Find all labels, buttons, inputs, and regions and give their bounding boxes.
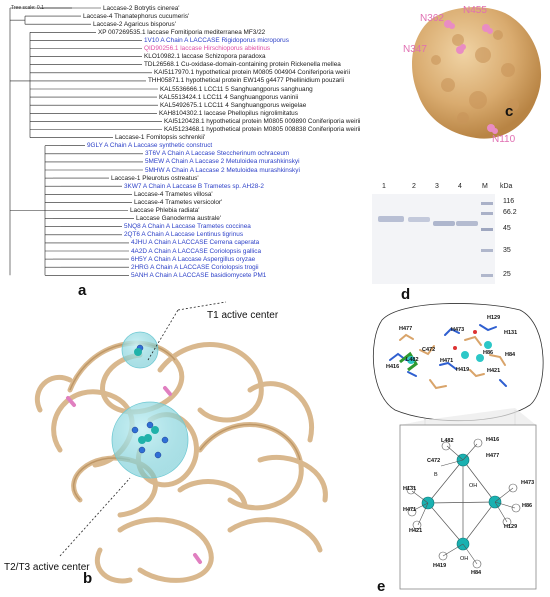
ion-oh-upper: OH bbox=[469, 483, 478, 489]
res-bot-l482: L482 bbox=[441, 438, 454, 444]
res-bot-h419: H419 bbox=[433, 563, 447, 569]
res-top-h471: H471 bbox=[440, 358, 454, 364]
tree-tip-label: Laccase-1 Fomitopsis schrenkii' bbox=[115, 134, 206, 142]
res-top-h86: H86 bbox=[483, 350, 494, 356]
res-bot-h471: H471 bbox=[403, 507, 417, 513]
tree-tip-label: 4A2D A Chain A LACCASE Coriolopsis galli… bbox=[131, 247, 262, 255]
gel-marker-116: 116 bbox=[503, 198, 515, 205]
ribbon-structure bbox=[34, 301, 328, 584]
res-top-h84: H84 bbox=[505, 352, 516, 358]
tree-tip-label: Laccase Phlebia radiata' bbox=[130, 207, 200, 214]
active-site-zoom bbox=[373, 303, 544, 590]
panel-letter-d: d bbox=[401, 286, 411, 303]
gel-marker-25: 25 bbox=[503, 271, 511, 278]
t23-active-center-label: T2/T3 active center bbox=[4, 562, 90, 573]
res-bot-h416: H416 bbox=[486, 437, 500, 443]
res-top-c472: C472 bbox=[422, 347, 436, 353]
panel-d: 1 2 3 4 M kDa 116 66.2 45 35 25 d bbox=[367, 172, 550, 303]
gel-lane-3: 3 bbox=[435, 183, 439, 190]
res-bot-h129: H129 bbox=[504, 524, 518, 530]
panel-b: T1 active center T2/T3 active center b bbox=[0, 300, 370, 597]
gel-marker-35: 35 bbox=[503, 247, 511, 254]
gel-lane-4: 4 bbox=[458, 183, 462, 190]
panel-letter-a: a bbox=[78, 282, 87, 299]
tree-tip-label: QID90256.1 laccase Hirschioporus abietin… bbox=[144, 45, 271, 52]
glyco-site-n110: N110 bbox=[492, 134, 516, 145]
res-top-l482: L482 bbox=[406, 357, 419, 363]
tree-tip-label: 5MEW A Chain A Laccase 2 Metuloidea mura… bbox=[145, 158, 300, 166]
tree-tip-label: XP 007269535.1 laccase Fomitiporia medit… bbox=[98, 28, 266, 36]
res-top-h421: H421 bbox=[487, 368, 501, 374]
tree-tip-label: KAI5120428.1 hypothetical protein M0805 … bbox=[164, 117, 361, 125]
res-bot-h131: H131 bbox=[403, 486, 417, 492]
glyco-site-n455: N455 bbox=[463, 5, 487, 16]
res-top-h131: H131 bbox=[504, 330, 518, 336]
res-top-h129: H129 bbox=[487, 315, 501, 321]
gel-lane-1: 1 bbox=[382, 183, 386, 190]
tree-tip-label: 5NQ8 A Chain A Laccase Trametes coccinea bbox=[124, 223, 251, 231]
tree-tip-label: 6H5Y A Chain A Laccase Aspergillus oryza… bbox=[131, 255, 256, 263]
tree-tip-label: 5ANH A Chain A LACCASE basidiomycete PM1 bbox=[131, 271, 267, 279]
tree-tip-label: Laccase-4 Thanatephorus cucumeris' bbox=[83, 12, 190, 20]
res-bot-c472: C472 bbox=[427, 458, 441, 464]
tree-tip-label: 9GLY A Chain A Laccase synthetic constru… bbox=[87, 142, 213, 150]
tree-tip-label: 5MHW A Chain A Laccase 2 Metuloidea mura… bbox=[145, 166, 300, 174]
tree-tip-label: 3KW7 A Chain A Laccase B Trametes sp. AH… bbox=[124, 182, 264, 190]
panel-letter-e: e bbox=[377, 578, 386, 595]
res-bot-h86: H86 bbox=[522, 503, 533, 509]
tree-tip-label: 4JHU A Chain A LACCASE Cerrena caperata bbox=[131, 239, 260, 247]
tree-tip-label: Laccase-2 Botrytis cinerea' bbox=[103, 4, 180, 12]
gel-marker-45: 45 bbox=[503, 225, 511, 232]
tree-tip-label: 2QT6 A Chain A Laccase Lentinus tigrinus bbox=[124, 231, 244, 239]
tree-tip-label: KAL5492675.1 LCC11 4 Sanghuangporus weig… bbox=[160, 101, 307, 109]
ion-b: B bbox=[434, 472, 438, 478]
panel-letter-b: b bbox=[83, 570, 93, 587]
res-top-h477: H477 bbox=[399, 326, 413, 332]
tree-tip-label: 2HRG A Chain A LACCASE Coriolopsis trogi… bbox=[131, 263, 259, 271]
tree-tip-label: KAI5123468.1 hypothetical protein M0805 … bbox=[164, 126, 361, 133]
res-top-h416: H416 bbox=[386, 364, 400, 370]
surface-model bbox=[412, 7, 542, 139]
tree-tip-label: KAI5117970.1 hypothetical protein M0805 … bbox=[154, 69, 350, 77]
tree-tip-label: Laccase Ganoderma australe' bbox=[136, 215, 222, 223]
tree-tip-label: KAL5513424.1 LCC11 4 Sanghuangporus vani… bbox=[159, 93, 299, 101]
gel-unit-kda: kDa bbox=[500, 183, 513, 190]
res-bot-h473: H473 bbox=[521, 480, 535, 486]
res-bot-h84: H84 bbox=[471, 570, 482, 576]
tree-tip-label: KAL5536666.1 LCC11 5 Sanghuangporus sang… bbox=[160, 85, 313, 93]
tree-tip-label: KAH8104302.1 laccase Phellopilus nigroli… bbox=[159, 109, 298, 117]
gel-image bbox=[372, 194, 495, 284]
panel-letter-c: c bbox=[505, 103, 514, 120]
tree-tip-label: KLO10982.1 laccase Schizopora paradoxa bbox=[144, 53, 266, 61]
tree-tip-label: 1V10 A Chain A LACCASE Rigidoporus micro… bbox=[144, 36, 289, 44]
gel-lane-marker: M bbox=[482, 183, 488, 190]
panel-c: N362 N455 N347 N110 c bbox=[388, 0, 550, 170]
tree-tip-label: TDL26568.1 Cu-oxidase-domain-containing … bbox=[144, 61, 341, 69]
panel-a: Tree scale: 0.1 Laccase-2 Botrytis ciner… bbox=[0, 0, 360, 300]
res-top-h419: H419 bbox=[456, 367, 470, 373]
res-bot-h477: H477 bbox=[486, 453, 500, 459]
gel-marker-66: 66.2 bbox=[503, 209, 517, 216]
tree-tip-label: Laccase-4 Trametes versicolor' bbox=[134, 198, 223, 206]
glyco-site-n347: N347 bbox=[403, 44, 427, 55]
res-top-h473: H473 bbox=[451, 327, 465, 333]
tree-tip-label: Laccase-4 Trametes villosa' bbox=[134, 190, 213, 198]
glyco-site-n362: N362 bbox=[420, 13, 444, 24]
panel-e: H477 H473 H129 H131 C472 H86 H84 L482 H4… bbox=[370, 300, 550, 597]
t1-active-center-label: T1 active center bbox=[207, 310, 279, 321]
tree-tip-label: Laccase-2 Agaricus bisporus' bbox=[93, 20, 176, 28]
tree-tip-label: 3T6V A Chain A Laccase Steccherinum ochr… bbox=[145, 150, 290, 158]
res-bot-h421: H421 bbox=[409, 528, 423, 534]
phylogenetic-tree bbox=[9, 7, 162, 276]
ion-oh-lower: OH bbox=[460, 556, 469, 562]
gel-lane-2: 2 bbox=[412, 183, 416, 190]
tree-tip-label: Laccase-1 Pleurotus ostreatus' bbox=[111, 174, 199, 182]
tree-tip-label: THH05871.1 hypothetical protein EW145 g4… bbox=[148, 77, 345, 85]
